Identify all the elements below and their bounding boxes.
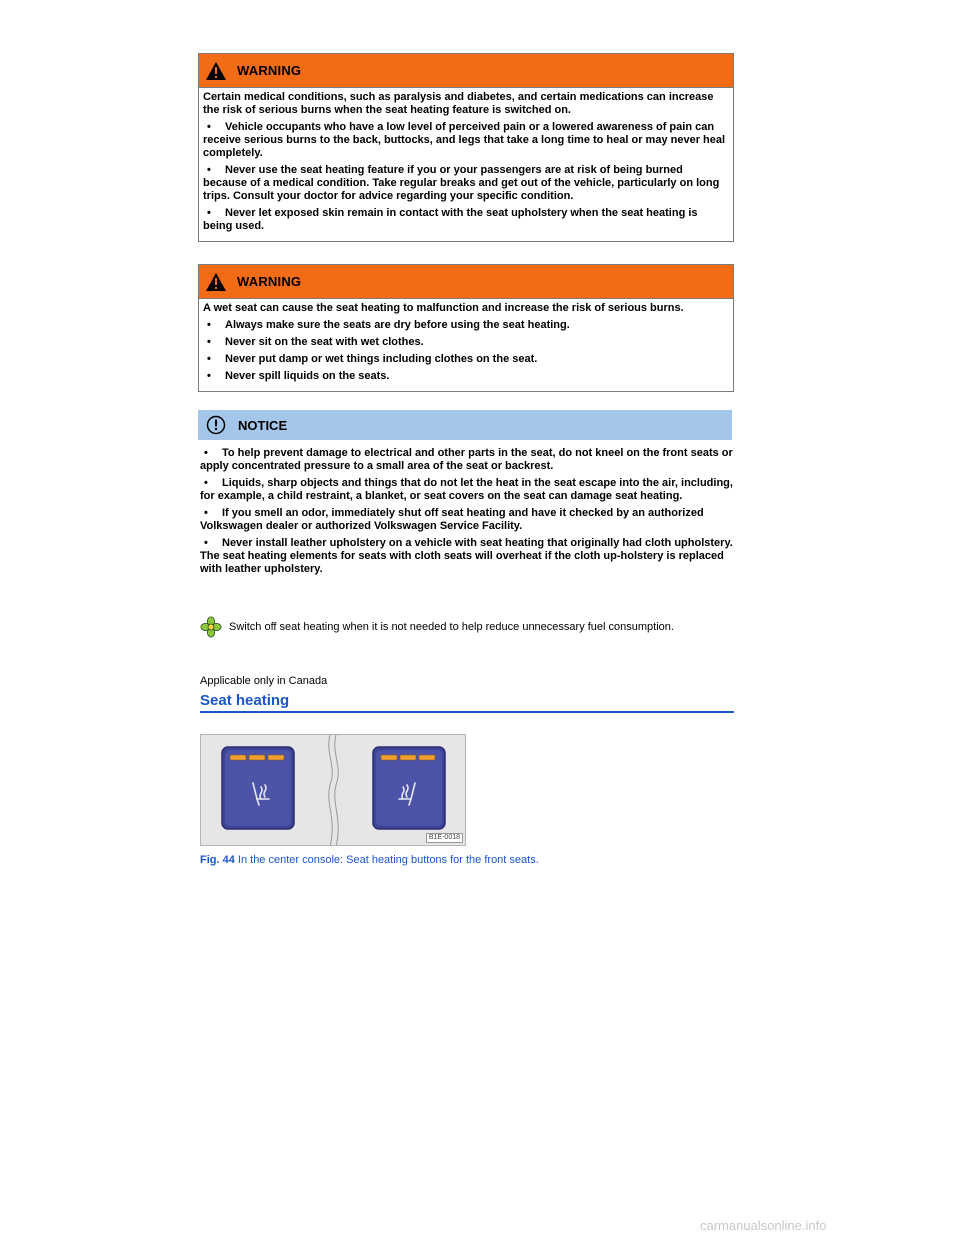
warning-triangle-icon [206, 272, 226, 291]
warning-intro: A wet seat can cause the seat heating to… [203, 302, 684, 314]
warning-bullet: •Never use the seat heating feature if y… [203, 164, 720, 202]
watermark: carmanualsonline.info [700, 1218, 827, 1233]
notice-exclamation-icon [206, 415, 226, 435]
heat-level-indicator [418, 754, 436, 761]
warning-title: WARNING [237, 63, 302, 78]
right-seat-heating-button[interactable] [372, 746, 446, 830]
notice-header: NOTICE [198, 410, 732, 440]
section-title: Seat heating [200, 692, 290, 709]
figure-caption-text: In the center console: Seat heating butt… [237, 854, 539, 866]
heat-level-indicator [267, 754, 285, 761]
notice-bullet: •Liquids, sharp objects and things that … [200, 477, 733, 502]
notice-bullet: •Never install leather upholstery on a v… [200, 537, 733, 575]
warning-box-wet-seat: WARNING A wet seat can cause the seat he… [198, 264, 734, 392]
notice-title: NOTICE [238, 417, 288, 433]
warning-header: WARNING [199, 54, 733, 88]
warning-header: WARNING [199, 265, 733, 299]
warning-triangle-icon [206, 61, 226, 80]
warning-bullet: •Never sit on the seat with wet clothes. [207, 336, 424, 348]
eco-tip-text: Switch off seat heating when it is not n… [229, 621, 674, 633]
notice-body: •To help prevent damage to electrical an… [200, 447, 734, 580]
environment-flower-icon [200, 616, 222, 638]
section-divider [200, 711, 734, 713]
heat-level-indicator [380, 754, 398, 761]
warning-bullet: •Vehicle occupants who have a low level … [203, 121, 726, 159]
left-seat-heating-button[interactable] [221, 746, 295, 830]
warning-bullet: •Never spill liquids on the seats. [207, 370, 390, 382]
warning-intro: Certain medical conditions, such as para… [203, 91, 714, 116]
heat-level-indicator [229, 754, 247, 761]
notice-bullet: •If you smell an odor, immediately shut … [200, 507, 704, 532]
seat-heat-icon [252, 782, 270, 806]
warning-bullet: •Always make sure the seats are dry befo… [207, 319, 570, 331]
figure-label: Fig. 44 [200, 854, 235, 866]
figure-seat-heating-buttons: B1E-0018 [200, 734, 466, 846]
warning-box-medical: WARNING Certain medical conditions, such… [198, 53, 734, 242]
eco-tip: Switch off seat heating when it is not n… [200, 616, 674, 638]
warning-bullet: •Never let exposed skin remain in contac… [203, 207, 698, 232]
heat-level-indicator [248, 754, 266, 761]
heat-level-indicator [399, 754, 417, 761]
notice-bullet: •To help prevent damage to electrical an… [200, 447, 733, 472]
warning-bullet: •Never put damp or wet things including … [207, 353, 538, 365]
warning-title: WARNING [237, 274, 302, 289]
applicability-note: Applicable only in Canada [200, 675, 328, 687]
figure-caption: Fig. 44 In the center console: Seat heat… [200, 854, 539, 866]
figure-code: B1E-0018 [425, 833, 463, 843]
seat-heat-icon [398, 782, 416, 806]
